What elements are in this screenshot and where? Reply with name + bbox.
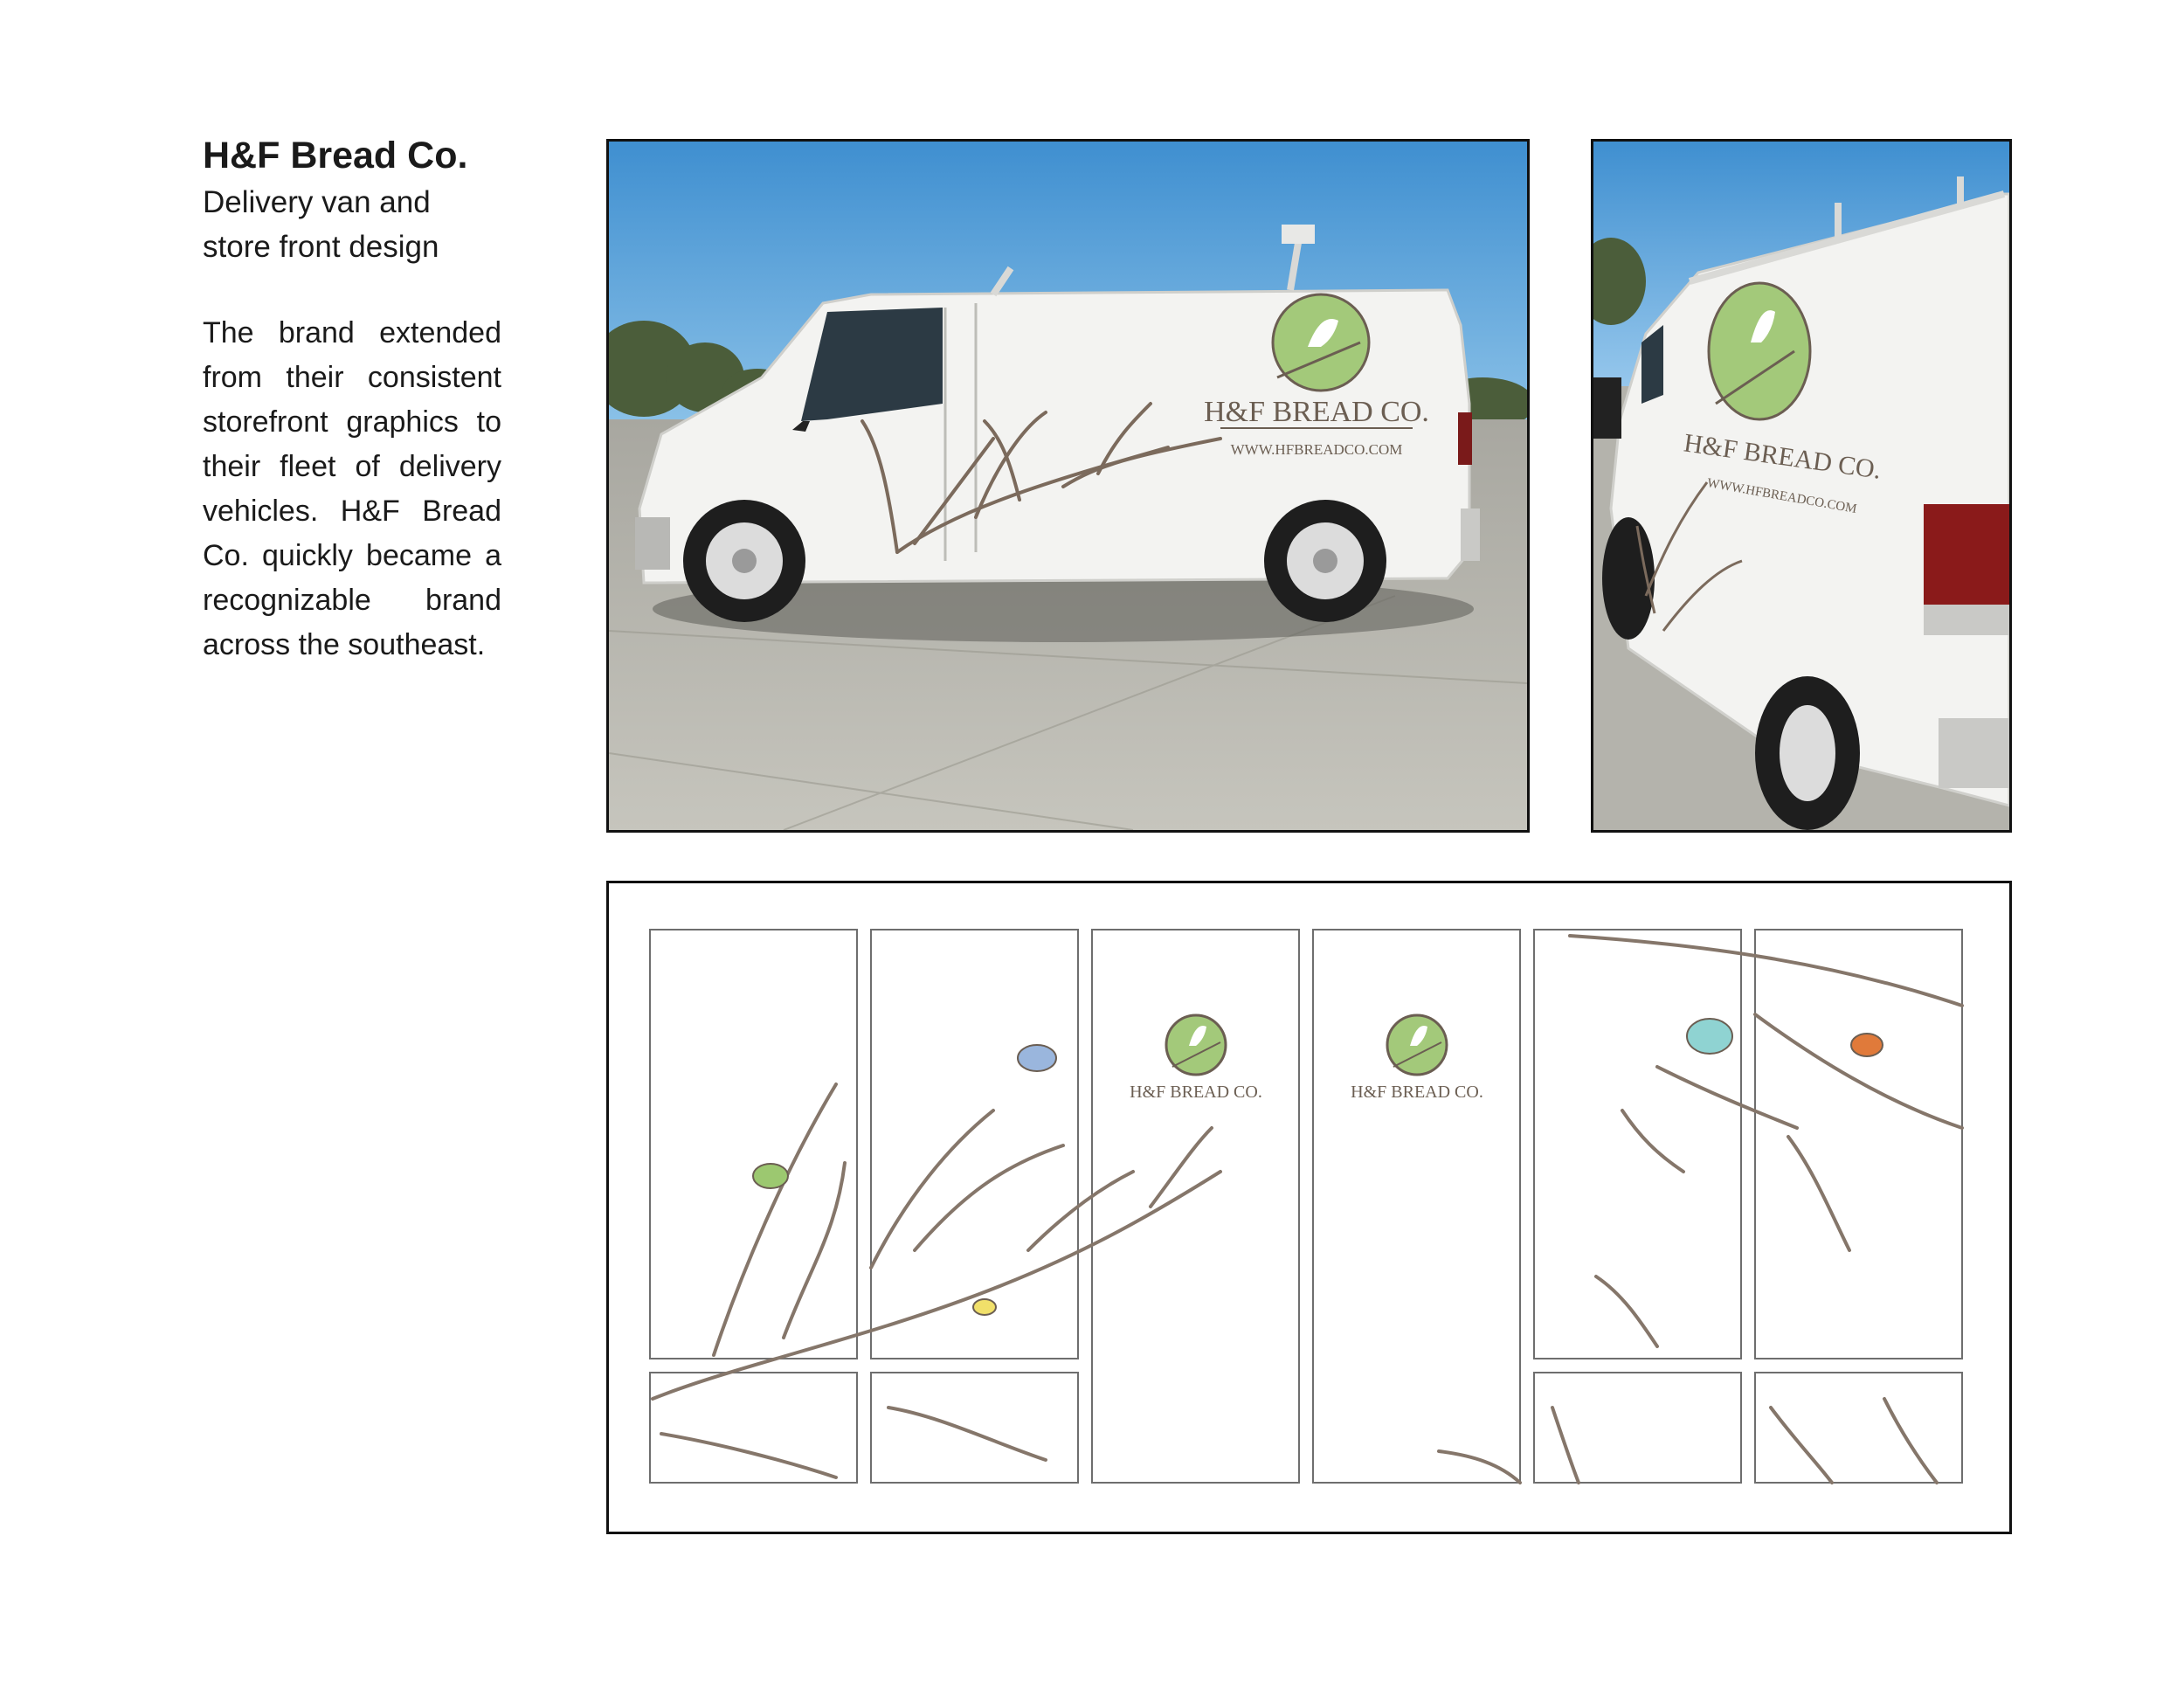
- page-subtitle: Delivery van and store front design: [203, 185, 439, 264]
- window-pane-lower: [649, 1372, 858, 1484]
- window-pane-lower: [1533, 1372, 1742, 1484]
- orange-bird: [1850, 1033, 1883, 1057]
- page-title: H&F Bread Co.: [203, 135, 468, 176]
- van-rear-photo: H&F BREAD CO. WWW.HFBREADCO.COM: [1591, 139, 2012, 833]
- door-panel: [1091, 929, 1300, 1484]
- text-column: H&F Bread Co. Delivery van and store fro…: [203, 131, 501, 668]
- store-logo-text-1: H&F BREAD CO.: [1130, 1083, 1262, 1102]
- storefront-design: H&F BREAD CO. H&F BREAD CO.: [606, 881, 2012, 1534]
- window-pane: [870, 929, 1079, 1359]
- van-side-url: WWW.HFBREADCO.COM: [1231, 441, 1403, 458]
- window-pane: [1533, 929, 1742, 1359]
- description-paragraph: The brand extended from their consistent…: [203, 316, 501, 661]
- blue-bird: [1017, 1044, 1057, 1072]
- store-logo-text-2: H&F BREAD CO.: [1351, 1083, 1483, 1102]
- store-logo-1: H&F BREAD CO.: [1130, 1013, 1262, 1102]
- green-bird: [752, 1163, 789, 1189]
- store-logo-2: H&F BREAD CO.: [1351, 1013, 1483, 1102]
- van-side-photo: H&F BREAD CO. WWW.HFBREADCO.COM: [606, 139, 1530, 833]
- yellow-bird: [972, 1298, 997, 1316]
- window-pane-lower: [870, 1372, 1079, 1484]
- teal-bird: [1686, 1018, 1733, 1055]
- window-pane-lower: [1754, 1372, 1963, 1484]
- window-pane: [1754, 929, 1963, 1359]
- window-pane: [649, 929, 858, 1359]
- van-side-brand: H&F BREAD CO.: [1204, 396, 1429, 428]
- door-panel: [1312, 929, 1521, 1484]
